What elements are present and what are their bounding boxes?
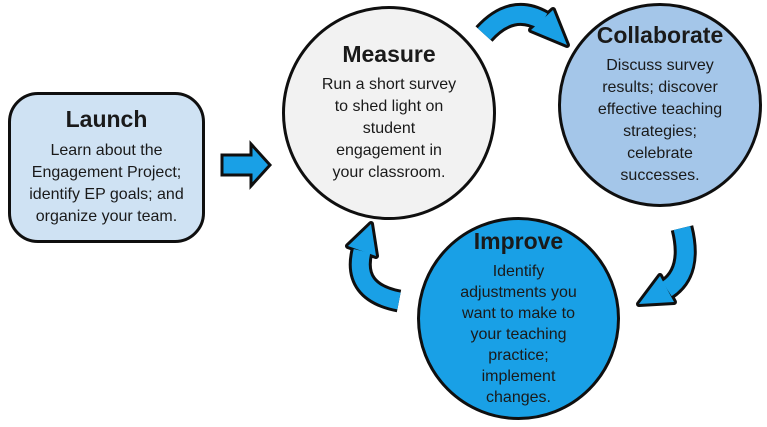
- node-collaborate: Collaborate Discuss survey results; disc…: [558, 3, 762, 207]
- arrow-measure-to-collaborate-icon: [475, 2, 570, 48]
- measure-title: Measure: [342, 40, 436, 67]
- measure-body: Run a short survey to shed light on stud…: [321, 76, 457, 182]
- launch-body: Learn about the Engagement Project; iden…: [29, 141, 184, 225]
- improve-body: Identify adjustments you want to make to…: [460, 263, 577, 407]
- launch-title: Launch: [65, 106, 148, 133]
- node-measure: Measure Run a short survey to shed light…: [282, 6, 496, 220]
- collaborate-body: Discuss survey results; discover effecti…: [597, 57, 723, 185]
- improve-title: Improve: [473, 227, 564, 254]
- node-improve: Improve Identify adjustments you want to…: [417, 217, 620, 420]
- arrow-collaborate-to-improve-icon: [636, 225, 697, 307]
- arrow-launch-to-measure-icon: [220, 140, 273, 190]
- node-launch: Launch Learn about the Engagement Projec…: [8, 92, 205, 243]
- collaborate-title: Collaborate: [596, 21, 724, 48]
- arrow-improve-to-measure-icon: [345, 221, 402, 313]
